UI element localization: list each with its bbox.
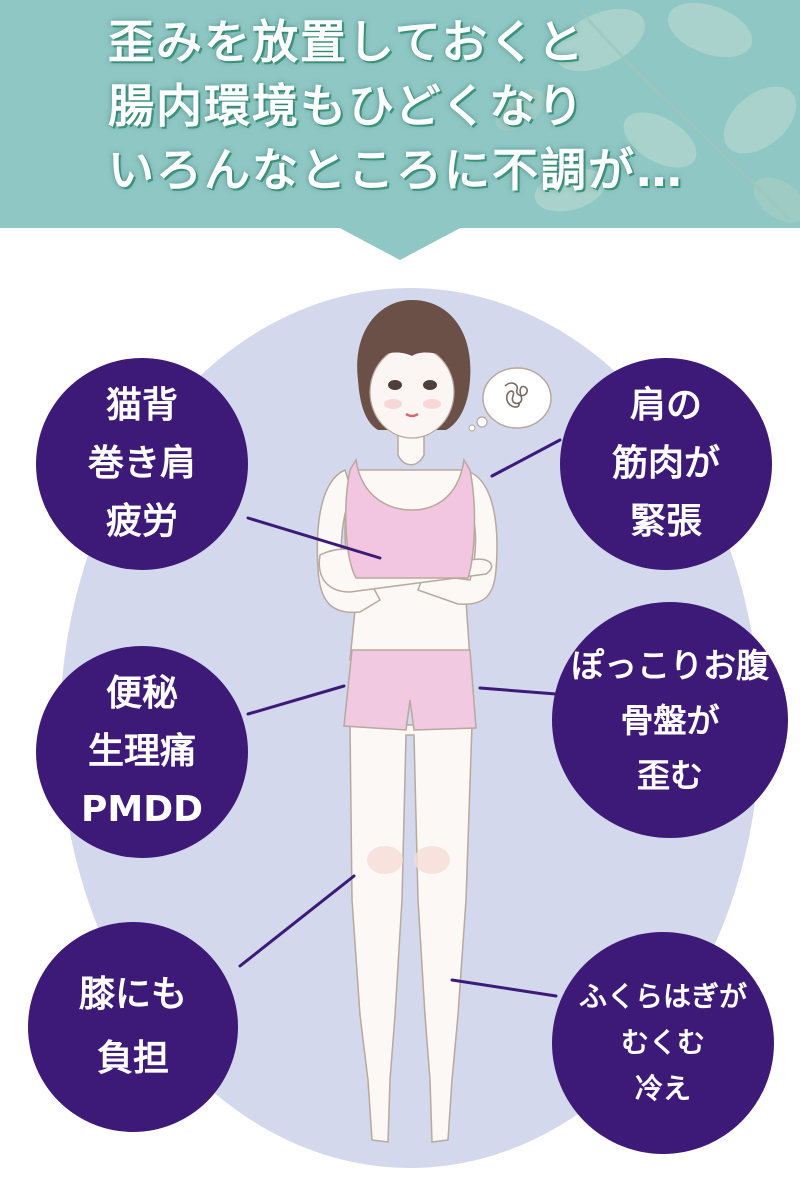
bubble-2-line-3: 緊張 [629,501,702,542]
bubble-6-line-2: むくむ [620,1026,705,1059]
symptom-bubble-pelvis: ぽっこりお腹 骨盤が 歪む [552,602,788,838]
bubble-5-line-1: 膝にも [78,974,187,1015]
bubble-2-line-1: 肩の [629,385,702,426]
bubble-4-line-3: 歪む [637,755,703,795]
bubble-5-line-2: 負担 [96,1038,169,1079]
symptom-bubble-knee: 膝にも 負担 [28,922,238,1132]
symptom-bubble-calf: ふくらはぎが むくむ 冷え [552,932,774,1154]
bubble-4-line-1: ぽっこりお腹 [571,645,769,685]
bubble-2-line-2: 筋肉が [611,443,720,484]
bubble-3-line-2: 生理痛 [87,731,196,772]
connector-line-4 [478,686,558,696]
symptom-bubble-shoulder: 肩の 筋肉が 緊張 [560,358,772,570]
bubble-6-line-1: ふくらはぎが [578,980,747,1013]
bubble-1-line-1: 猫背 [105,385,178,426]
header-pointer-arrow [336,226,464,260]
woman-face [369,345,455,439]
header-line-3: いろんなところに不調が… [108,143,684,197]
bubble-6-line-3: 冷え [634,1072,691,1105]
header-title: 歪みを放置しておくと 腸内環境もひどくなり いろんなところに不調が… [108,10,684,202]
symptom-bubble-constipation: 便秘 生理痛 PMDD [36,646,248,858]
bubble-1-line-2: 巻き肩 [87,443,196,484]
thought-bubble-icon [468,367,552,432]
bubble-4-line-2: 骨盤が [620,700,720,740]
bubble-3-line-3: PMDD [81,789,203,830]
bubble-3-line-1: 便秘 [105,673,178,714]
leaf-decoration-icon [495,2,800,223]
connector-line-2 [490,438,562,478]
connector-line-5 [238,874,356,968]
bubble-1-line-3: 疲労 [105,501,178,542]
header-line-1: 歪みを放置しておくと [108,15,586,69]
woman-legs [349,724,473,1143]
woman-shorts [343,649,477,731]
header-banner: 歪みを放置しておくと 腸内環境もひどくなり いろんなところに不調が… [0,0,800,228]
header-line-2: 腸内環境もひどくなり [108,79,586,133]
connector-line-1 [246,516,382,560]
connector-line-6 [450,978,558,998]
connector-line-3 [246,684,346,716]
woman-sports-top [344,457,476,579]
symptom-bubble-posture: 猫背 巻き肩 疲労 [36,358,248,570]
